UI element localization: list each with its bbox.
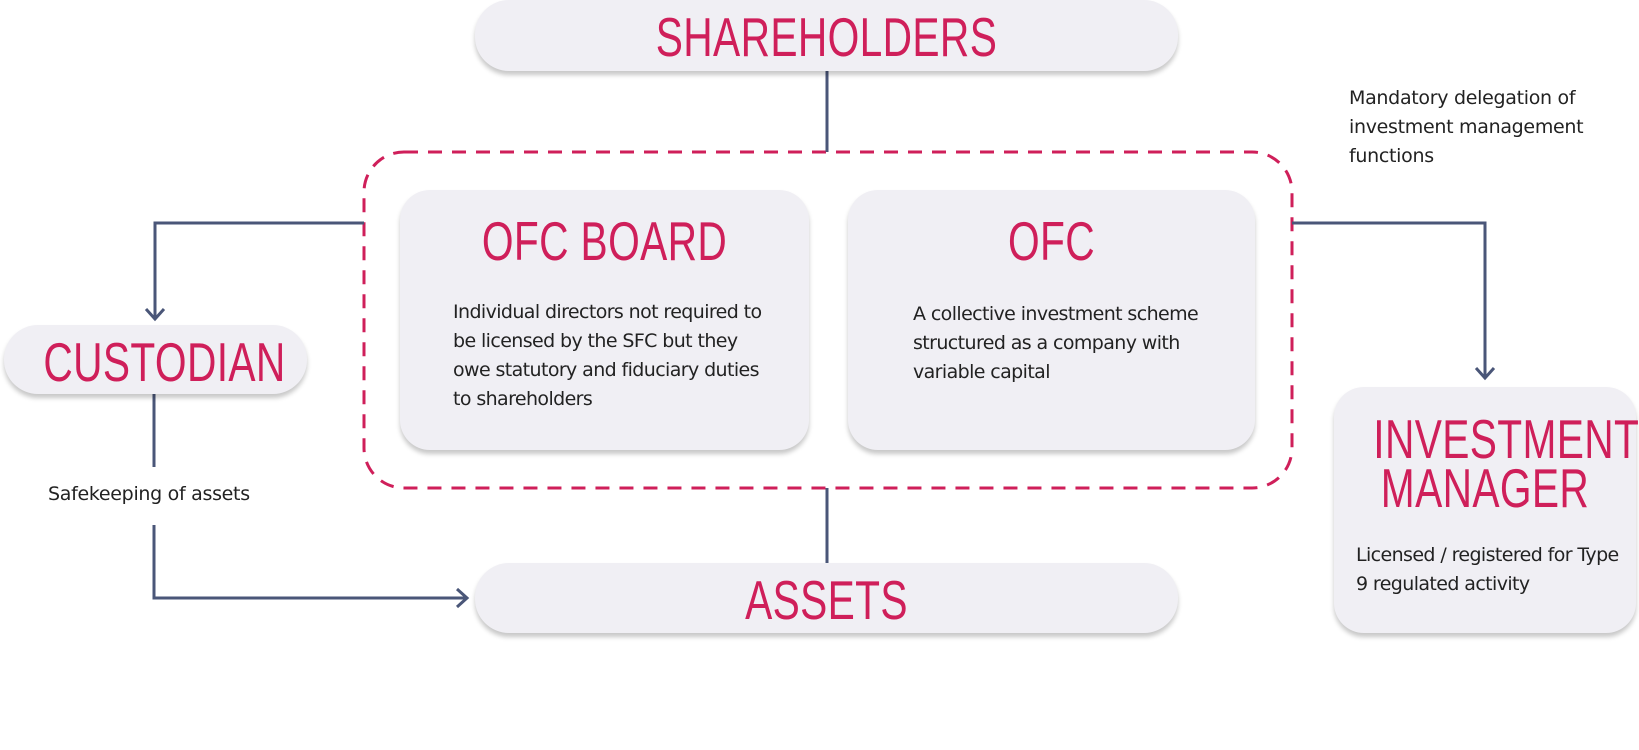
shareholders-title: SHAREHOLDERS	[655, 6, 998, 68]
delegation-note: Mandatory delegation of investment manag…	[1349, 87, 1584, 167]
safekeeping-arrowhead	[455, 587, 470, 609]
safekeeping-arrow	[152, 525, 466, 600]
ofc-board-node: OFC BOARD Individual directors not requi…	[400, 190, 809, 450]
investment-manager-description: Licensed / registered for Type 9 regulat…	[1356, 544, 1619, 595]
assets-node: ASSETS	[475, 563, 1178, 633]
ofc-title: OFC	[1007, 210, 1096, 272]
assets-title: ASSETS	[745, 569, 908, 631]
shareholders-node: SHAREHOLDERS	[475, 0, 1178, 71]
investment-manager-arrowhead	[1474, 366, 1496, 381]
custodian-node: CUSTODIAN	[4, 325, 307, 394]
ofc-node: OFC A collective investment scheme struc…	[848, 190, 1255, 450]
custodian-title: CUSTODIAN	[43, 331, 286, 393]
ofc-board-description: Individual directors not required to be …	[453, 301, 762, 410]
custodian-arrow	[153, 221, 364, 318]
investment-manager-arrow	[1292, 221, 1487, 377]
ofc-structure-boundary	[362, 150, 1294, 490]
investment-manager-node: INVESTMENT MANAGER Licensed / registered…	[1334, 387, 1639, 633]
ofc-board-title: OFC BOARD	[481, 210, 728, 272]
investment-manager-title-line1: INVESTMENT	[1373, 408, 1639, 470]
ofc-description: A collective investment scheme structure…	[913, 303, 1199, 383]
investment-manager-title-line2: MANAGER	[1380, 457, 1590, 519]
safekeeping-note: Safekeeping of assets	[48, 483, 250, 505]
custodian-arrowhead	[144, 307, 166, 322]
